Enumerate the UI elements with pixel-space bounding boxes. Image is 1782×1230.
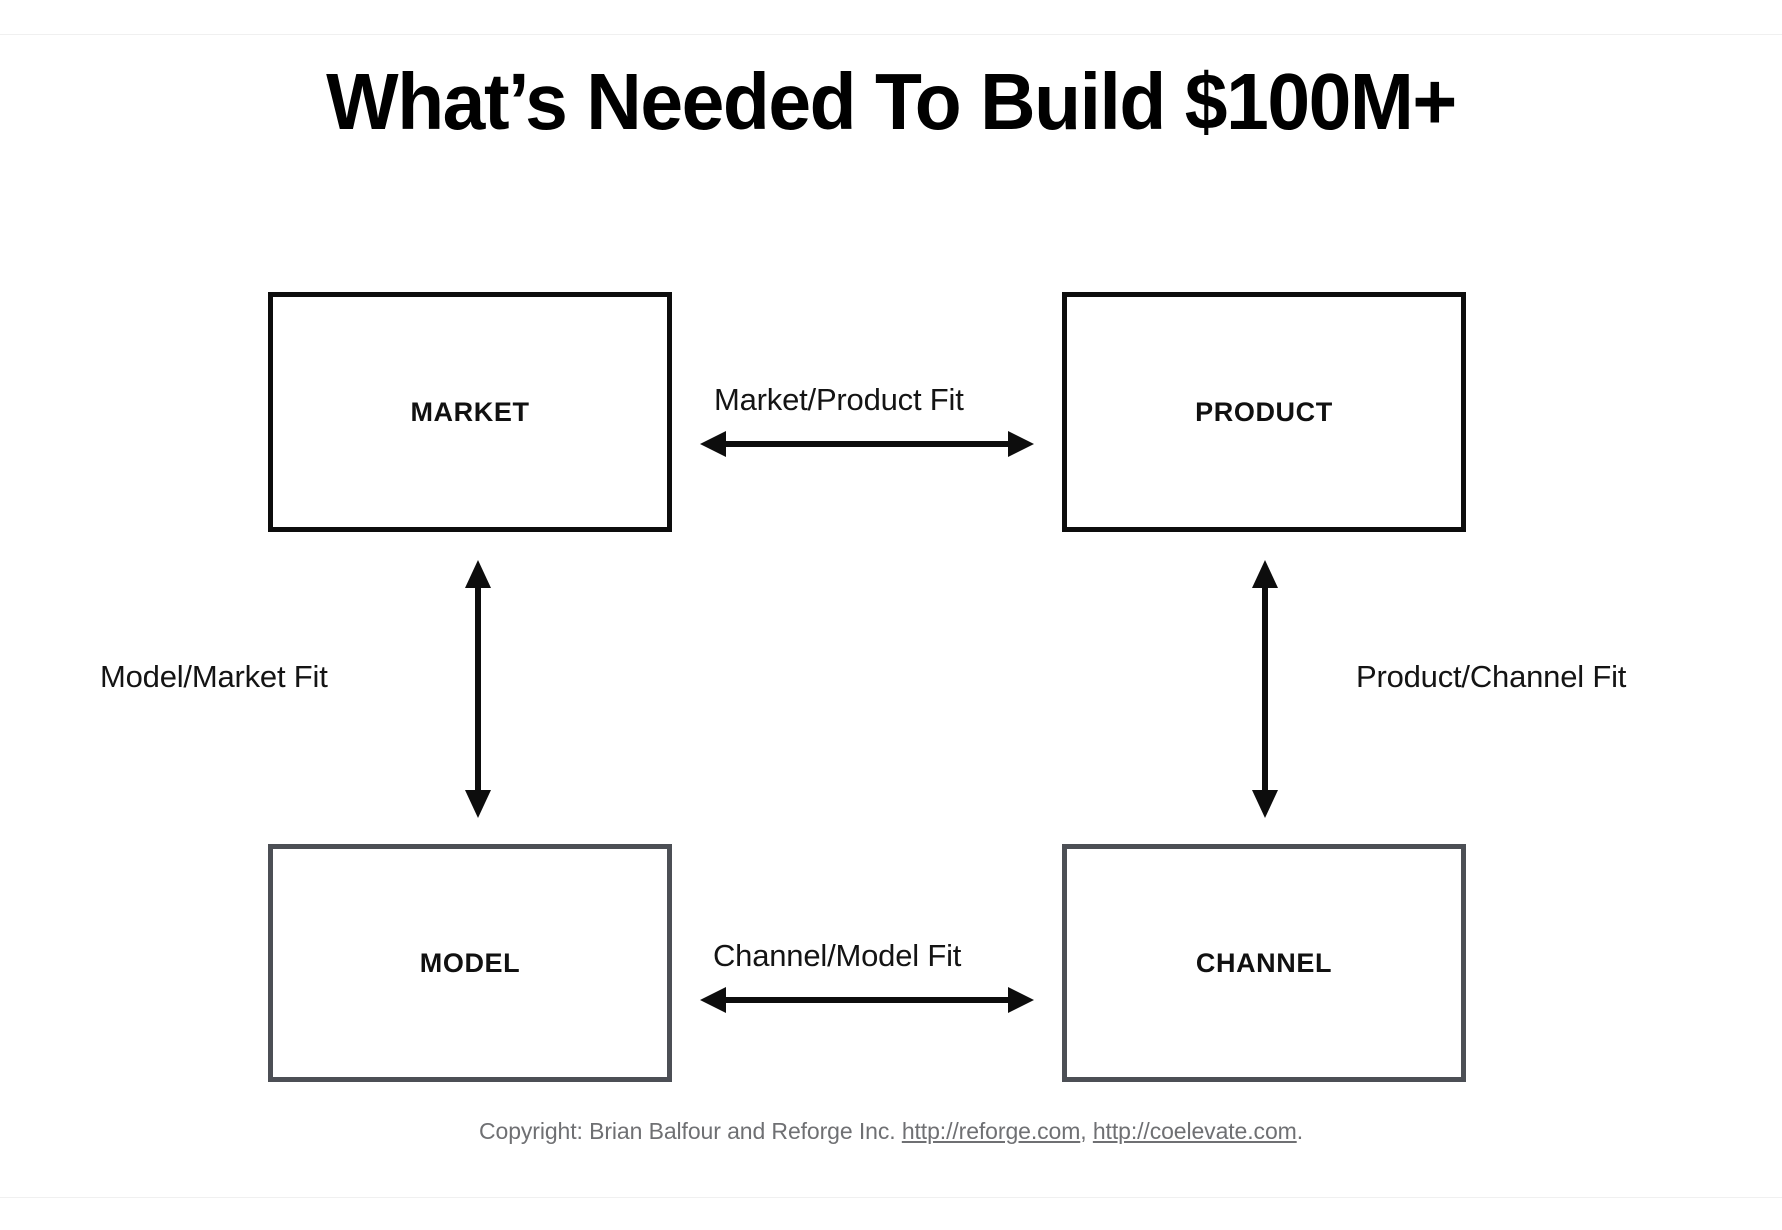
arrow-product-channel-icon <box>1248 560 1282 818</box>
page-title: What’s Needed To Build $100M+ <box>326 57 1457 146</box>
node-market[interactable]: MARKET <box>268 292 673 541</box>
slide-top-divider <box>0 34 1782 35</box>
slide-bottom-divider <box>0 1197 1782 1198</box>
node-market-label: MARKET <box>410 396 530 427</box>
node-product-label: PRODUCT <box>1195 396 1333 427</box>
copyright-footer: Copyright: Brian Balfour and Reforge Inc… <box>0 1118 1782 1145</box>
node-channel[interactable]: CHANNEL <box>1062 844 1467 1091</box>
reforge-link[interactable]: http://reforge.com <box>901 1118 1081 1144</box>
copyright-suffix: . <box>1296 1118 1303 1144</box>
edge-label-model-market: Model/Market Fit <box>100 659 328 694</box>
copyright-prefix: Copyright: Brian Balfour and Reforge Inc… <box>479 1118 902 1144</box>
node-model-label: MODEL <box>419 947 521 978</box>
edge-label-market-product: Market/Product Fit <box>714 382 964 417</box>
arrow-market-model-icon <box>461 560 495 818</box>
arrow-market-product-icon <box>700 427 1034 461</box>
node-model[interactable]: MODEL <box>268 844 673 1091</box>
edge-label-channel-model: Channel/Model Fit <box>713 938 962 973</box>
coelevate-link[interactable]: http://coelevate.com <box>1092 1118 1297 1144</box>
arrow-model-channel-icon <box>700 983 1034 1017</box>
copyright-separator: , <box>1080 1118 1093 1144</box>
node-product[interactable]: PRODUCT <box>1062 292 1467 541</box>
edge-label-product-channel: Product/Channel Fit <box>1356 659 1627 694</box>
node-channel-label: CHANNEL <box>1195 947 1333 978</box>
